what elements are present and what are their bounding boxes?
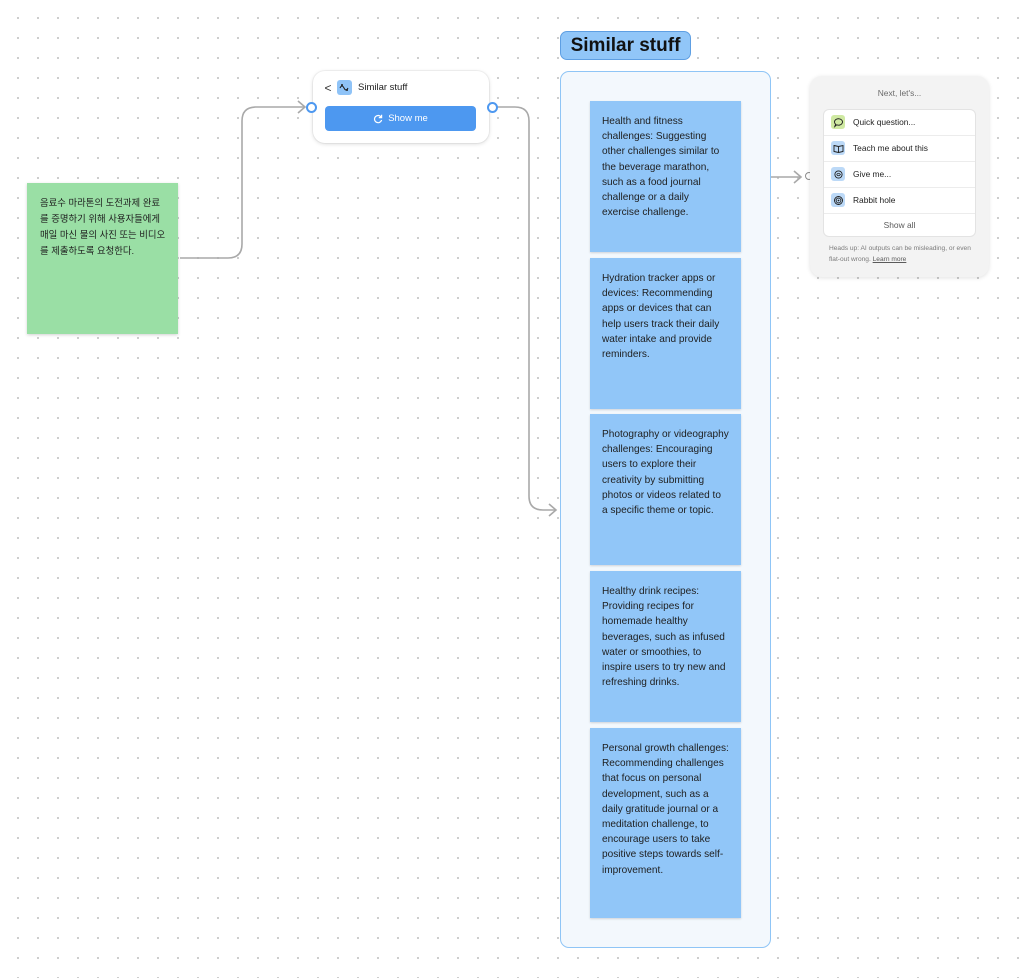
- sticky-note-blue[interactable]: Photography or videography challenges: E…: [590, 414, 741, 565]
- sticky-note-blue[interactable]: Health and fitness challenges: Suggestin…: [590, 101, 741, 252]
- quick-question-label: Quick question...: [853, 117, 916, 127]
- back-icon[interactable]: <: [324, 81, 332, 95]
- quick-question-item[interactable]: Quick question...: [824, 110, 975, 136]
- sticky-note-text: Photography or videography challenges: E…: [602, 429, 729, 517]
- disclaimer-text: Heads up: AI outputs can be misleading, …: [829, 245, 971, 263]
- teach-me-item[interactable]: Teach me about this: [824, 136, 975, 162]
- similar-stuff-widget[interactable]: < Similar stuff Show me: [313, 71, 489, 143]
- similar-stuff-icon: [337, 80, 352, 95]
- sticky-note-green[interactable]: 음료수 마라톤의 도전과제 완료를 증명하기 위해 사용자들에게 매일 마신 물…: [27, 183, 178, 334]
- connector-sticky-to-widget: [180, 106, 305, 259]
- connector-widget-to-section: [496, 106, 556, 511]
- sticky-note-text: Personal growth challenges: Recommending…: [602, 743, 729, 876]
- next-heading: Next, let's...: [877, 88, 922, 98]
- widget-input-port[interactable]: [306, 102, 317, 113]
- widget-title: Similar stuff: [358, 82, 408, 93]
- show-me-button[interactable]: Show me: [325, 106, 476, 131]
- learn-more-link[interactable]: Learn more: [872, 255, 907, 263]
- spiral-icon: [831, 193, 845, 207]
- next-actions-list: Quick question... Teach me about this Gi…: [823, 109, 976, 237]
- connector-arrowhead: [548, 503, 558, 517]
- sticky-note-text: Hydration tracker apps or devices: Recom…: [602, 273, 720, 361]
- show-me-label: Show me: [388, 113, 428, 124]
- rabbit-hole-item[interactable]: Rabbit hole: [824, 188, 975, 214]
- sticky-note-text: 음료수 마라톤의 도전과제 완료를 증명하기 위해 사용자들에게 매일 마신 물…: [40, 197, 166, 256]
- section-title[interactable]: Similar stuff: [560, 31, 691, 60]
- ai-disclaimer: Heads up: AI outputs can be misleading, …: [829, 244, 979, 265]
- give-me-label: Give me...: [853, 169, 892, 179]
- next-actions-panel: Next, let's... Quick question... Teach m…: [810, 76, 989, 277]
- connector-arrowhead: [297, 100, 307, 114]
- sticky-note-blue[interactable]: Personal growth challenges: Recommending…: [590, 728, 741, 918]
- connector-arrowhead: [793, 170, 803, 184]
- rabbit-hole-label: Rabbit hole: [853, 195, 896, 205]
- show-all-button[interactable]: Show all: [883, 220, 916, 230]
- sticky-note-blue[interactable]: Healthy drink recipes: Providing recipes…: [590, 571, 741, 722]
- give-me-item[interactable]: Give me...: [824, 162, 975, 188]
- sticky-note-blue[interactable]: Hydration tracker apps or devices: Recom…: [590, 258, 741, 409]
- speech-bubble-icon: [831, 115, 845, 129]
- open-book-icon: [831, 141, 845, 155]
- teach-me-label: Teach me about this: [853, 143, 928, 153]
- refresh-icon: [374, 114, 383, 123]
- sticky-note-text: Healthy drink recipes: Providing recipes…: [602, 586, 726, 689]
- sparkle-icon: [831, 167, 845, 181]
- sticky-note-text: Health and fitness challenges: Suggestin…: [602, 116, 720, 219]
- widget-output-port[interactable]: [487, 102, 498, 113]
